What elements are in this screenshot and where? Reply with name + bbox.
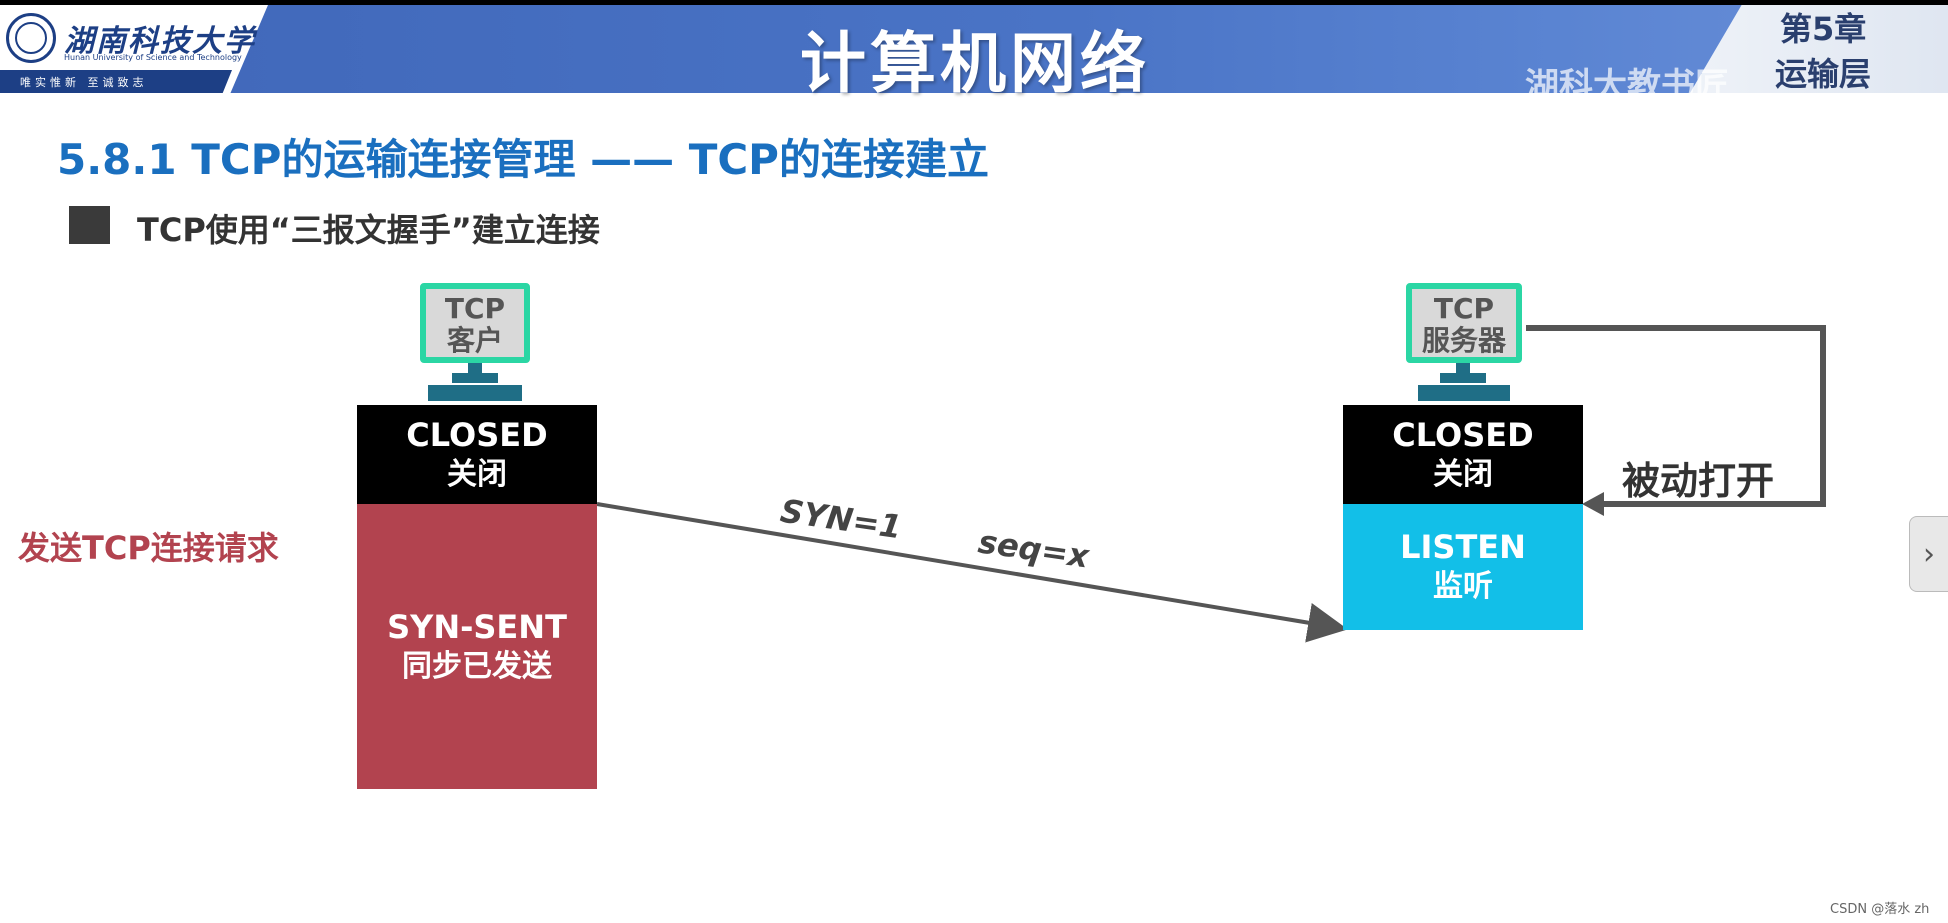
- client-monitor-base: [452, 373, 498, 383]
- client-closed-en: CLOSED: [406, 415, 548, 454]
- university-motto: 唯实惟新 至诚致志: [20, 76, 148, 89]
- bullet-text: TCP使用“三报文握手”建立连接: [137, 211, 600, 249]
- chapter-name: 运输层: [1775, 55, 1872, 93]
- header-watermark: 湖科大教书匠: [1525, 66, 1729, 106]
- header-chapter-panel: [1690, 5, 1948, 93]
- chevron-right-icon: ›: [1923, 536, 1935, 572]
- syn-segment-arrow: [596, 502, 1348, 643]
- client-state-syn-sent: SYN-SENT 同步已发送: [357, 504, 597, 789]
- server-monitor-line1: TCP: [1433, 292, 1495, 325]
- server-closed-cn: 关闭: [1433, 456, 1493, 492]
- university-name: 湖南科技大学: [64, 24, 256, 59]
- server-monitor-icon: TCP 服务器: [1406, 283, 1522, 363]
- header-banner: [0, 5, 1948, 93]
- bullet-square-icon: [69, 206, 110, 244]
- passive-open-arrow: [1526, 325, 1826, 507]
- client-monitor-neck: [468, 363, 482, 373]
- server-monitor-foot: [1418, 385, 1510, 401]
- server-listen-cn: 监听: [1433, 569, 1493, 604]
- client-action-label: 发送TCP连接请求: [18, 529, 279, 567]
- server-monitor-line2: 服务器: [1421, 324, 1506, 357]
- motto-strip: [0, 70, 232, 93]
- server-closed-en: CLOSED: [1392, 415, 1534, 454]
- footer-watermark: CSDN @落水 zh: [1830, 902, 1930, 917]
- server-state-listen: LISTEN 监听: [1343, 504, 1583, 630]
- university-seal-icon: [6, 13, 56, 63]
- top-edge: [0, 0, 1948, 6]
- client-monitor-foot: [428, 385, 522, 401]
- server-monitor-label: TCP 服务器: [1412, 293, 1516, 357]
- chapter-label: 第5章: [1780, 10, 1867, 48]
- server-monitor-neck: [1456, 363, 1470, 373]
- client-monitor-line2: 客户: [446, 324, 503, 357]
- client-monitor-line1: TCP: [444, 292, 506, 325]
- server-monitor-base: [1440, 373, 1486, 383]
- next-slide-button[interactable]: ›: [1909, 516, 1948, 592]
- server-state-closed: CLOSED 关闭: [1343, 405, 1583, 504]
- client-closed-cn: 关闭: [447, 456, 507, 492]
- section-title: 5.8.1 TCP的运输连接管理 —— TCP的连接建立: [57, 135, 989, 184]
- university-name-en: Hunan University of Science and Technolo…: [64, 53, 242, 62]
- client-synsent-en: SYN-SENT: [387, 607, 567, 646]
- passive-open-arrowhead: [1582, 492, 1604, 516]
- client-monitor-label: TCP 客户: [426, 293, 524, 357]
- client-synsent-cn: 同步已发送: [402, 648, 552, 684]
- server-action-label: 被动打开: [1622, 459, 1775, 503]
- client-state-closed: CLOSED 关闭: [357, 405, 597, 504]
- course-title: 计算机网络: [800, 25, 1150, 102]
- server-listen-en: LISTEN: [1400, 528, 1526, 566]
- client-monitor-icon: TCP 客户: [420, 283, 530, 363]
